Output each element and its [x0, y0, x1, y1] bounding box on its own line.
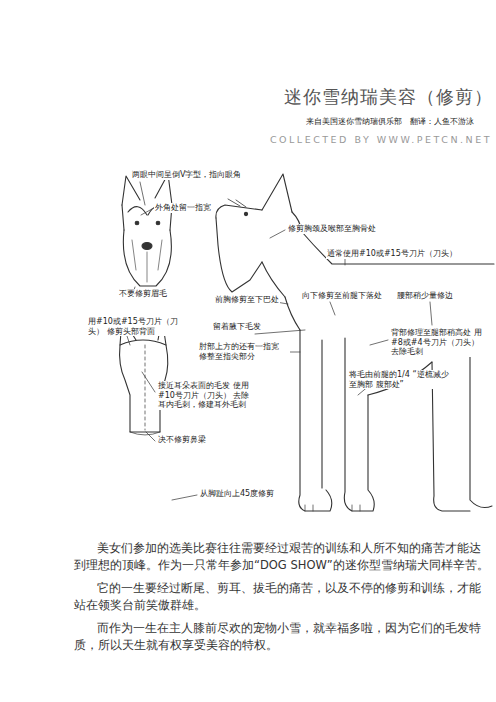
body-paragraph: 美女们参加的选美比赛往往需要经过艰苦的训练和人所不知的痛苦才能达到理想的顶峰。作… — [74, 540, 490, 574]
callout-label: 通常使用#10或#15号刀片（刀头） — [326, 249, 458, 259]
body-paragraph: 它的一生要经过断尾、剪耳、拔毛的痛苦，以及不停的修剪和训练，才能站在领奖台前笑傲… — [74, 580, 490, 614]
callout-label: 从脚趾向上45度修剪 — [199, 489, 275, 499]
callout-label: 肘部上方的还有一指宽 修整至指尖部分 — [198, 342, 290, 361]
callout-label: 两眼中间呈倒V字型，指向眼角 — [131, 170, 242, 180]
callout-label: 留着腋下毛发 — [212, 322, 262, 332]
leader-lines — [125, 182, 432, 500]
callout-label: 腰部稍少量修边 — [396, 291, 454, 301]
front-head — [122, 174, 172, 286]
callout-label: 决不修剪鼻梁 — [157, 435, 207, 445]
page-title: 迷你雪纳瑞美容（修剪） — [284, 86, 493, 108]
callout-label: COLLECTED BY WWW.PETCN.NET — [269, 134, 493, 145]
callout-label: 来自美国迷你雪纳瑞俱乐部 翻译：人鱼不游泳 — [305, 117, 475, 127]
callout-label: 背部修理至腿部稍高处 用#8或#4号刀片（刀头） 去除毛刺 — [390, 328, 490, 357]
callout-label: 将毛由前腿的1/4 “逆梳减少至胸部 腹部处” — [348, 370, 450, 389]
callout-label: 不要修剪眉毛 — [118, 289, 168, 299]
callout-label: 接近耳朵表面的毛发 使用#10号刀片（刀头） 去除耳内毛刺，修建耳外毛刺 — [157, 381, 251, 410]
callout-label: 前胸修剪至下巴处 — [214, 295, 280, 305]
callout-label: 修剪胸颈及喉部至胸骨处 — [287, 224, 377, 234]
callout-label: 外角处留一指宽 — [154, 203, 212, 213]
callout-label: 向下修剪至前腿下落处 — [301, 291, 383, 301]
callout-label: 用#10或#15号刀片（刀头） 修剪头部背面 — [87, 317, 183, 336]
body-paragraph: 而作为一生在主人膝前尽欢的宠物小雪，就幸福多啦，因为它们的毛发特质，所以天生就有… — [74, 620, 490, 654]
